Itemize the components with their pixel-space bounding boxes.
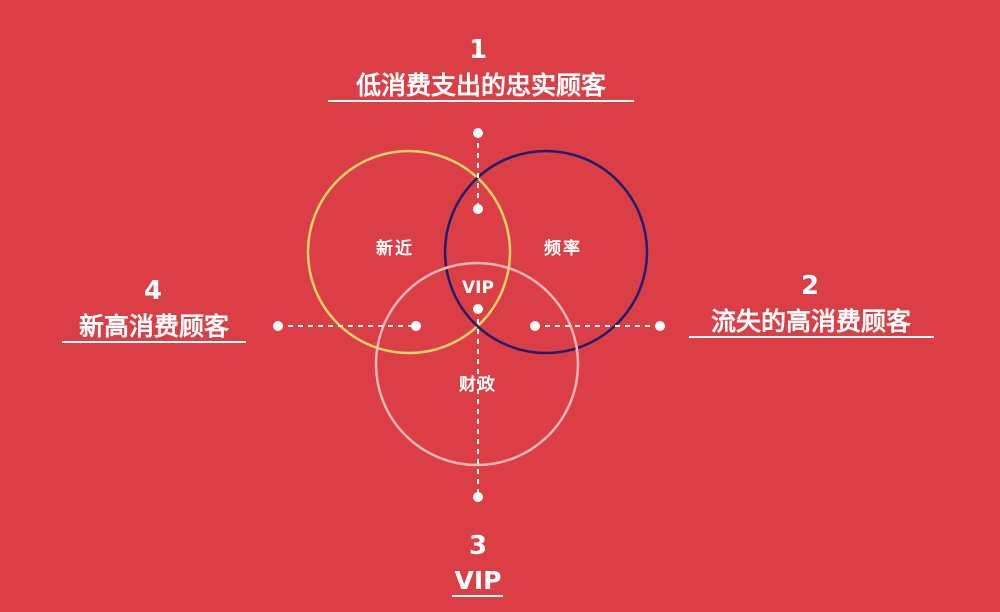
- frequency-label: 频率: [544, 238, 582, 259]
- center-vip-label: VIP: [462, 278, 494, 298]
- segment-3-number: 3: [469, 531, 487, 561]
- segment-4-label: 新高消费顾客: [79, 312, 229, 341]
- connector-dot-top-inner: [473, 204, 483, 214]
- connector-dot-left-inner: [411, 321, 421, 331]
- connector-dot-center: [473, 304, 483, 314]
- recency-circle: [306, 149, 512, 355]
- connector-dot-right-inner: [530, 321, 540, 331]
- connector-dot-left-outer: [273, 321, 283, 331]
- frequency-circle: [443, 149, 649, 355]
- monetary-circle: [374, 261, 580, 467]
- segment-4-number: 4: [144, 276, 162, 306]
- connector-dot-top-outer: [473, 128, 483, 138]
- segment-1-label: 低消费支出的忠实顾客: [355, 71, 606, 100]
- segment-1-number: 1: [469, 35, 487, 65]
- monetary-label: 财政: [458, 374, 497, 395]
- connector-dot-bottom-outer: [473, 492, 483, 502]
- recency-label: 新近: [376, 238, 414, 259]
- segment-3-label: VIP: [455, 566, 502, 595]
- connector-dot-right-outer: [655, 321, 665, 331]
- segment-2-label: 流失的高消费顾客: [711, 307, 911, 336]
- segment-2-number: 2: [801, 271, 819, 301]
